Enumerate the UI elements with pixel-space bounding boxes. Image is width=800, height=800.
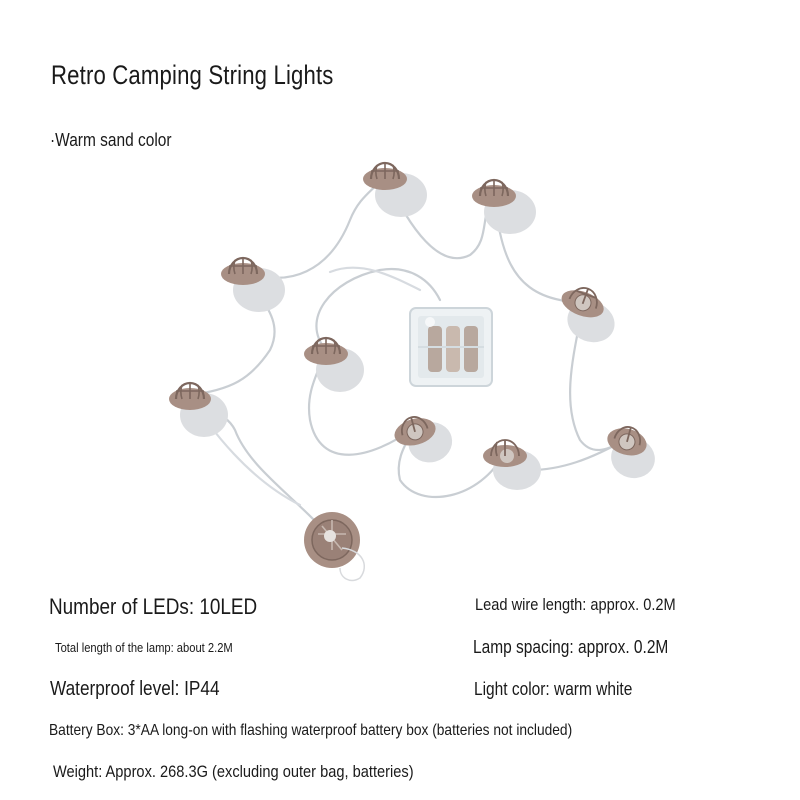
spec-led-count: Number of LEDs: 10LED [49,594,258,619]
lamp-icon [221,256,285,312]
lamp-icon [169,381,228,437]
lamp-icon [472,178,536,234]
color-note: ·Warm sand color [50,130,172,150]
spec-battery-box: Battery Box: 3*AA long-on with flashing … [49,722,573,739]
lamp-icon [483,439,541,490]
lamps [169,161,655,582]
spec-total-length: Total length of the lamp: about 2.2M [55,640,233,655]
string-lights-photo [169,161,655,582]
spec-lamp-spacing: Lamp spacing: approx. 0.2M [473,637,669,657]
product-title: Retro Camping String Lights [51,60,334,90]
spec-weight: Weight: Approx. 268.3G (excluding outer … [53,762,414,781]
lamp-icon [394,416,453,463]
lamp-icon [363,161,427,217]
lamp-icon [561,287,615,343]
lamp-icon [304,512,365,582]
lamp-icon [304,336,364,392]
spec-light-color: Light color: warm white [474,679,633,699]
lamp-icon [607,426,655,479]
battery-box-icon [409,307,493,387]
spec-waterproof: Waterproof level: IP44 [50,678,220,700]
spec-lead-wire: Lead wire length: approx. 0.2M [475,595,676,614]
